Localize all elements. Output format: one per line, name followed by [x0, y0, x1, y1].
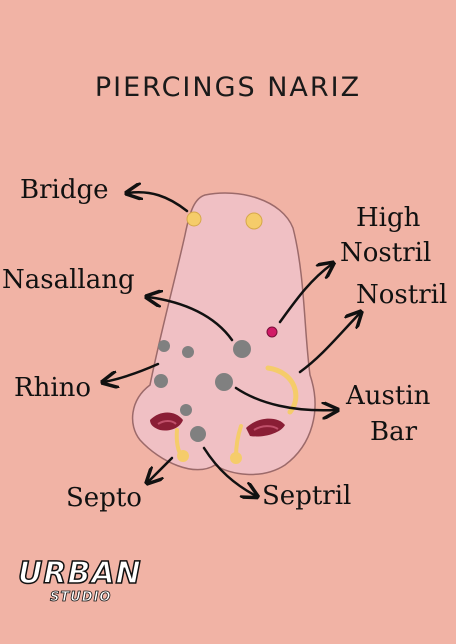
arrow-high-nostril: [278, 264, 332, 324]
nose-bridge-shape: [131, 192, 316, 476]
septril-stud-2: [190, 426, 206, 442]
septril-stud-1: [180, 404, 192, 416]
label-nostril: Nostril: [356, 280, 448, 310]
label-nasallang: Nasallang: [2, 265, 135, 295]
label-high-nostril-line1: High: [356, 203, 421, 233]
logo-main-text: URBAN: [17, 555, 142, 592]
label-bridge: Bridge: [20, 175, 109, 205]
arrow-nasallang: [148, 297, 234, 342]
arrow-septril: [202, 446, 256, 496]
page-title: PIERCINGS NARIZ: [94, 72, 362, 103]
label-austin-bar-line1: Austin: [346, 381, 431, 411]
arrow-rhino: [104, 362, 160, 382]
logo-sub-text: STUDIO: [50, 590, 112, 606]
label-high-nostril-line2: Nostril: [340, 238, 432, 268]
piercing-jewelry: [154, 211, 299, 464]
arrow-bridge: [128, 192, 189, 213]
right-nostril-inner: [253, 425, 279, 431]
septo-ball-left: [177, 450, 189, 462]
right-nostril: [246, 418, 285, 437]
rhino-stud-3: [154, 374, 168, 388]
bridge-stud-1: [186, 211, 202, 227]
arrow-nostril: [298, 313, 360, 374]
nose-illustration: [131, 192, 316, 476]
arrow-septo: [148, 456, 174, 482]
austin-bar-stud: [215, 373, 233, 391]
urban-studio-logo: URBAN STUDIO: [14, 555, 154, 612]
label-arrows: [104, 192, 360, 496]
arrow-austin-bar: [234, 386, 336, 410]
label-rhino: Rhino: [14, 373, 92, 403]
label-septo: Septo: [66, 483, 142, 513]
label-septril: Septril: [262, 481, 352, 511]
nasallang-stud: [233, 340, 251, 358]
high-nostril-stud: [266, 326, 278, 338]
label-austin-bar-line2: Bar: [370, 417, 418, 447]
septo-ball-right: [230, 452, 242, 464]
left-nostril-inner: [157, 420, 177, 425]
bridge-stud-2: [245, 212, 263, 230]
rhino-stud-2: [182, 346, 194, 358]
rhino-stud-1: [158, 340, 170, 352]
